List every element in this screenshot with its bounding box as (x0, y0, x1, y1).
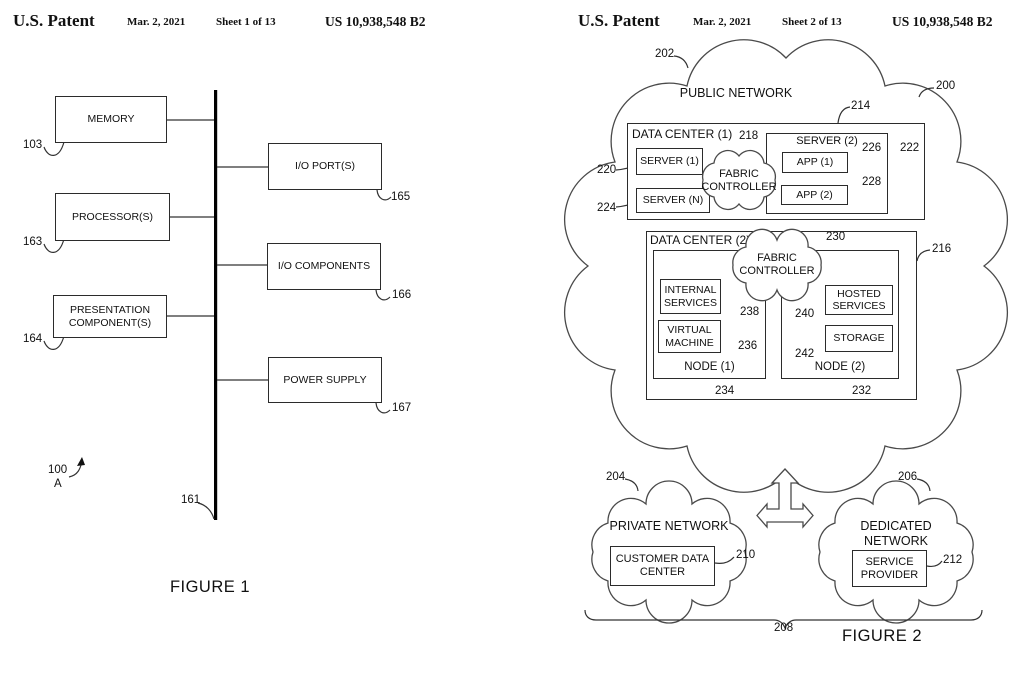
network-link-arrow (756, 468, 814, 529)
ref-fabric1: 218 (739, 130, 759, 142)
patent-title: U.S. Patent (13, 11, 95, 30)
ref-networks-group: 208 (774, 622, 794, 634)
fabric-controller-2-label: FABRIC CONTROLLER (739, 252, 815, 278)
ref-virtual-machine: 236 (738, 340, 758, 352)
presentation-box: PRESENTATION COMPONENT(S) (53, 295, 167, 338)
private-network-label: PRIVATE NETWORK (609, 519, 729, 533)
data-center-1-label: DATA CENTER (1) (632, 127, 733, 141)
ref-io-components: 166 (392, 289, 412, 301)
figure2-overlay (701, 149, 822, 529)
patent-title: U.S. Patent (578, 11, 660, 30)
bus-connectors (167, 119, 268, 381)
service-provider-box: SERVICE PROVIDER (852, 550, 927, 587)
public-network-label: PUBLIC NETWORK (679, 86, 793, 100)
figure2-panel: U.S. Patent Mar. 2, 2021 Sheet 2 of 13 U… (512, 0, 1024, 680)
figure1-caption: FIGURE 1 (169, 578, 251, 596)
ref-private: 204 (606, 471, 626, 483)
patent-date: Mar. 2, 2021 (127, 16, 186, 28)
ref-serverN: 224 (597, 202, 617, 214)
figure2-caption: FIGURE 2 (841, 627, 923, 645)
node-1-label: NODE (1) (684, 361, 735, 373)
power-supply-box: POWER SUPPLY (268, 357, 382, 403)
sheet-number: Sheet 2 of 13 (782, 16, 842, 28)
fabric-controller-2-cloud (732, 228, 822, 302)
device-ref-arrow (68, 457, 85, 478)
ref-node1: 234 (715, 385, 735, 397)
ref-app1: 226 (862, 142, 882, 154)
ref-storage: 242 (795, 348, 815, 360)
ref-node2: 232 (852, 385, 872, 397)
virtual-machine-box: VIRTUAL MACHINE (658, 320, 721, 353)
hosted-services-box: HOSTED SERVICES (825, 285, 893, 315)
bus-line (214, 90, 218, 520)
figure1-panel: U.S. Patent Mar. 2, 2021 Sheet 1 of 13 U… (13, 11, 426, 596)
memory-box: MEMORY (55, 96, 167, 143)
storage-box: STORAGE (825, 325, 893, 352)
patent-number: US 10,938,548 B2 (892, 14, 993, 29)
ref-device: 100 (48, 464, 68, 476)
ref-service-provider: 212 (943, 554, 963, 566)
ref-dc2: 216 (932, 243, 952, 255)
server-2-label: SERVER (2) (796, 135, 858, 147)
ref-dc1: 214 (851, 100, 871, 112)
ref-public: 200 (936, 80, 956, 92)
app-1-box: APP (1) (782, 152, 848, 173)
dedicated-network-label: DEDICATED NETWORK (860, 519, 932, 548)
ref-dedicated: 206 (898, 471, 918, 483)
data-center-2-label: DATA CENTER (2) (650, 233, 751, 247)
figure1-drawing (43, 90, 392, 520)
ref-fabric2: 230 (826, 231, 846, 243)
ref-customer-dc: 210 (736, 549, 756, 561)
node-2-label: NODE (2) (814, 361, 866, 373)
sheet-number: Sheet 1 of 13 (216, 16, 276, 28)
ref-memory: 103 (23, 139, 43, 151)
ref-bus: 161 (181, 494, 201, 506)
processors-box: PROCESSOR(S) (55, 193, 170, 241)
ref-app2: 228 (862, 176, 882, 188)
fabric-controller-1-label: FABRIC CONTROLLER (701, 168, 777, 194)
customer-data-center-box: CUSTOMER DATA CENTER (610, 546, 715, 586)
io-components-box: I/O COMPONENTS (267, 243, 381, 290)
networks-brace (584, 609, 983, 630)
ref-io-ports: 165 (391, 191, 411, 203)
ref-connectors (43, 141, 392, 520)
internal-services-box: INTERNAL SERVICES (660, 279, 721, 314)
patent-date: Mar. 2, 2021 (693, 16, 752, 28)
ref-presentation: 164 (23, 333, 43, 345)
server-n-box: SERVER (N) (636, 188, 710, 213)
ref-server1: 220 (597, 164, 617, 176)
patent-number: US 10,938,548 B2 (325, 14, 426, 29)
ref-device-sub: A (54, 478, 62, 490)
app-2-box: APP (2) (781, 185, 848, 205)
ref-internal-services: 238 (740, 306, 760, 318)
server-1-box: SERVER (1) (636, 148, 703, 175)
ref-public-top: 202 (655, 48, 675, 60)
fabric-controller-1-cloud (701, 149, 777, 211)
ref-hosted-services: 240 (795, 308, 815, 320)
io-ports-box: I/O PORT(S) (268, 143, 382, 190)
ref-power-supply: 167 (392, 402, 412, 414)
ref-processors: 163 (23, 236, 43, 248)
ref-server2: 222 (900, 142, 920, 154)
